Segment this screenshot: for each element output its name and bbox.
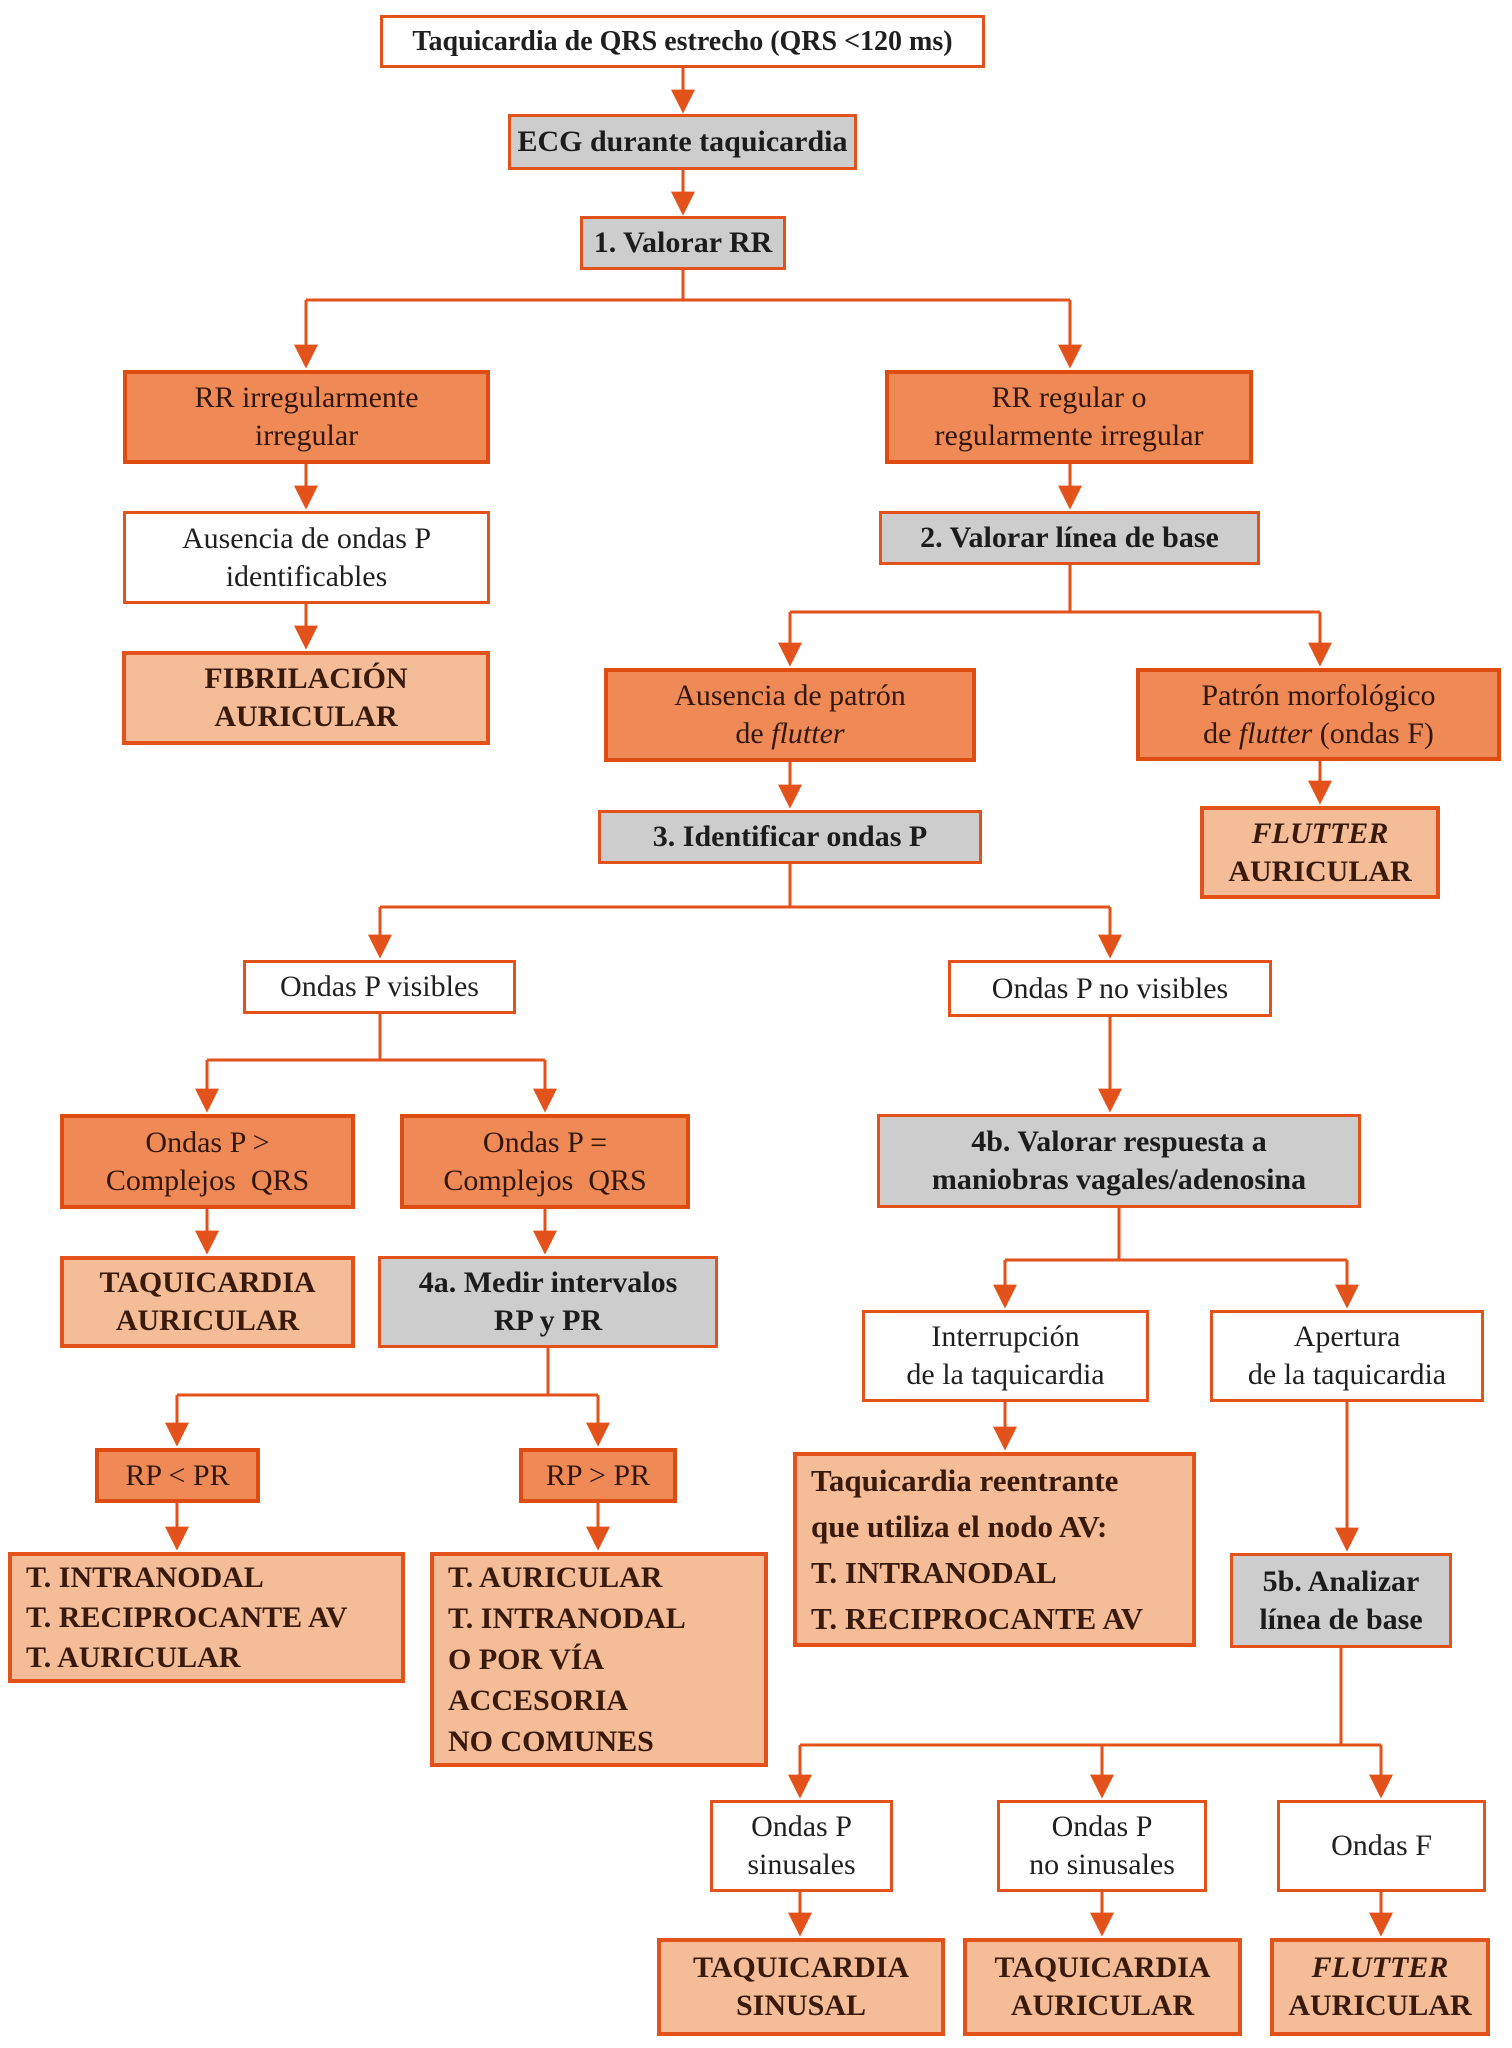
connector-line <box>1005 1208 1347 1262</box>
text-line: Ausencia de patrón <box>674 679 906 712</box>
node-ausencia-ondas-p: Ausencia de ondas P identificables <box>123 511 490 604</box>
node-resultado-rp-menor: T. INTRANODAL T. RECIPROCANTE AV T. AURI… <box>8 1552 405 1683</box>
node-patron-morfologico-flutter: Patrón morfológico de flutter (ondas F) <box>1136 668 1501 761</box>
text-line: O POR VÍA <box>448 1643 605 1676</box>
text-line: Complejos QRS <box>443 1163 647 1197</box>
text-line: Apertura <box>1293 1320 1401 1353</box>
text-line: regularmente irregular <box>934 419 1204 452</box>
node-step2-valorar-linea-de-base: 2. Valorar línea de base <box>879 511 1260 565</box>
text-line: T. RECIPROCANTE AV <box>811 1600 1144 1636</box>
node-ausencia-patron-flutter: Ausencia de patrón de flutter <box>604 668 976 762</box>
text-line: identificables <box>225 559 388 593</box>
text-line: AURICULAR <box>1010 1989 1195 2022</box>
text-line: maniobras vagales/adenosina <box>931 1163 1307 1196</box>
node-title: Taquicardia de QRS estrecho (QRS <120 ms… <box>380 15 985 68</box>
text-line: Patrón morfológico <box>1201 678 1436 712</box>
text-line: no sinusales <box>1029 1848 1175 1881</box>
text-line: SINUSAL <box>735 1989 867 2022</box>
text-line: T. AURICULAR <box>448 1561 663 1594</box>
node-ondas-p-mayor-qrs: Ondas P > Complejos QRS <box>60 1114 355 1209</box>
node-flutter-auricular-1: FLUTTER AURICULAR <box>1200 806 1440 899</box>
connector-line <box>306 270 1070 302</box>
node-ondas-p-no-sinusales: Ondas P no sinusales <box>997 1800 1207 1892</box>
node-apertura-taquicardia: Apertura de la taquicardia <box>1210 1310 1484 1402</box>
node-taquicardia-auricular-1: TAQUICARDIA AURICULAR <box>60 1256 355 1348</box>
text-line: T. RECIPROCANTE AV <box>26 1600 348 1634</box>
text-line: T. INTRANODAL <box>811 1554 1057 1590</box>
node-step4b-valorar-respuesta: 4b. Valorar respuesta a maniobras vagale… <box>877 1114 1361 1208</box>
node-fibrilacion-auricular: FIBRILACIÓN AURICULAR <box>122 651 490 745</box>
text-line: Taquicardia reentrante <box>811 1462 1119 1498</box>
text-line: de flutter (ondas F) <box>1203 716 1434 750</box>
text-line: Interrupción <box>931 1320 1080 1353</box>
text-line: T. AURICULAR <box>26 1640 241 1674</box>
text-line: Ondas P > <box>145 1125 270 1159</box>
text-line: FLUTTER <box>1311 1951 1449 1984</box>
node-rp-mayor-pr: RP > PR <box>519 1448 677 1503</box>
text-line: AURICULAR <box>115 1304 300 1337</box>
text-line: Ondas P <box>751 1810 852 1843</box>
text-line: NO COMUNES <box>448 1725 654 1758</box>
node-step5b-analizar-linea: 5b. Analizar línea de base <box>1230 1553 1452 1648</box>
text-line: 5b. Analizar <box>1262 1564 1420 1598</box>
text-line: Ausencia de ondas P <box>181 521 432 555</box>
text-line: RP y PR <box>493 1304 603 1337</box>
text-line: Complejos QRS <box>105 1163 310 1197</box>
text-line: que utiliza el nodo AV: <box>811 1508 1108 1544</box>
node-ondas-f: Ondas F <box>1277 1800 1486 1892</box>
node-resultado-rp-mayor: T. AURICULAR T. INTRANODAL O POR VÍA ACC… <box>430 1552 768 1767</box>
node-interrupcion-taquicardia: Interrupción de la taquicardia <box>862 1310 1149 1402</box>
text-line: 4b. Valorar respuesta a <box>971 1125 1267 1158</box>
text-line: de la taquicardia <box>1247 1358 1447 1391</box>
text-line: RR regular o <box>991 381 1147 414</box>
node-rp-menor-pr: RP < PR <box>95 1448 260 1503</box>
node-ecg-durante-taquicardia: ECG durante taquicardia <box>508 114 857 170</box>
connector-line <box>380 864 1110 909</box>
text-line: RR irregularmente <box>194 381 419 414</box>
node-taquicardia-reentrante: Taquicardia reentrante que utiliza el no… <box>793 1452 1196 1647</box>
text-line: ACCESORIA <box>448 1684 629 1717</box>
connector-line <box>207 1014 545 1062</box>
node-rr-regular: RR regular o regularmente irregular <box>885 370 1253 464</box>
text-line: Ondas P = <box>482 1125 608 1159</box>
text-line: TAQUICARDIA <box>994 1951 1211 1984</box>
text-line: FLUTTER <box>1251 816 1389 850</box>
text-line: de la taquicardia <box>906 1358 1105 1391</box>
text-line: FIBRILACIÓN <box>204 662 408 695</box>
text-line: TAQUICARDIA <box>692 1951 910 1984</box>
text-line: Ondas P <box>1051 1810 1153 1843</box>
connector-line <box>790 565 1320 614</box>
node-taquicardia-sinusal: TAQUICARDIA SINUSAL <box>657 1938 945 2036</box>
text-line: T. INTRANODAL <box>448 1602 686 1635</box>
node-rr-irregularmente-irregular: RR irregularmente irregular <box>123 370 490 464</box>
node-ondas-p-no-visibles: Ondas P no visibles <box>948 960 1272 1017</box>
node-flutter-auricular-2: FLUTTER AURICULAR <box>1270 1938 1490 2036</box>
text-line: AURICULAR <box>214 700 398 733</box>
node-step4a-medir-intervalos: 4a. Medir intervalos RP y PR <box>378 1256 718 1348</box>
text-line: 4a. Medir intervalos <box>418 1266 678 1299</box>
connector-line <box>800 1648 1381 1747</box>
text-line: sinusales <box>747 1848 856 1881</box>
text-line: AURICULAR <box>1228 854 1412 888</box>
text-line: AURICULAR <box>1288 1989 1472 2022</box>
text-line: línea de base <box>1259 1602 1423 1636</box>
node-ondas-p-igual-qrs: Ondas P = Complejos QRS <box>400 1114 690 1209</box>
node-ondas-p-sinusales: Ondas P sinusales <box>710 1800 893 1892</box>
node-step1-valorar-rr: 1. Valorar RR <box>580 216 786 270</box>
node-step3-identificar-ondas-p: 3. Identificar ondas P <box>598 810 982 864</box>
text-line: irregular <box>254 419 359 452</box>
connector-line <box>177 1348 598 1397</box>
node-taquicardia-auricular-2: TAQUICARDIA AURICULAR <box>963 1938 1242 2036</box>
text-line: de flutter <box>735 717 845 750</box>
node-ondas-p-visibles: Ondas P visibles <box>243 960 516 1014</box>
text-line: TAQUICARDIA <box>99 1266 316 1299</box>
text-line: T. INTRANODAL <box>26 1560 264 1594</box>
